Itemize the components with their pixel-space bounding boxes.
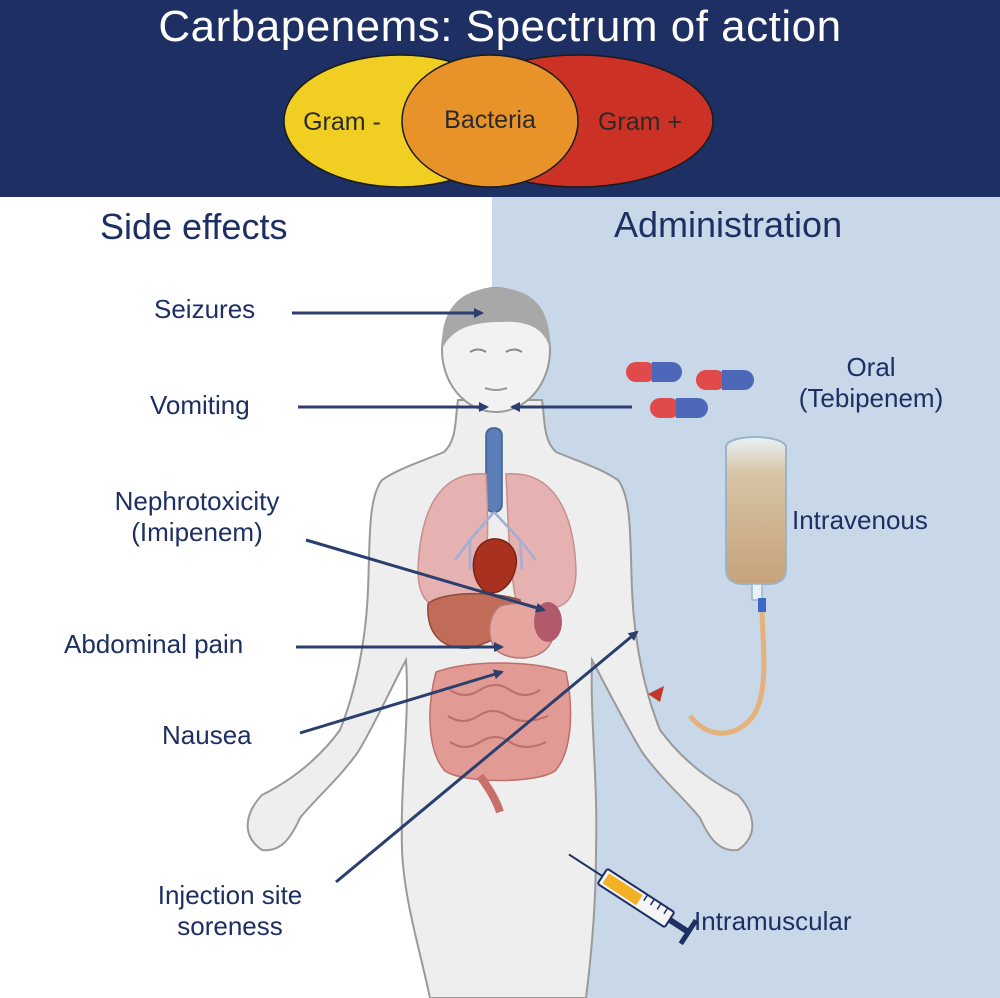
bronchi — [454, 511, 537, 571]
abdominal-pain-label: Abdominal pain — [64, 629, 244, 659]
annotation-arrows — [292, 308, 639, 884]
heart — [472, 538, 517, 594]
bacteria-ellipse — [401, 54, 579, 188]
left-eye — [469, 348, 487, 353]
syringe-thumb-rest — [678, 918, 699, 946]
colon — [476, 773, 504, 814]
injection-site-line-1: Injection site — [157, 880, 303, 910]
nephrotoxicity-line-1: Nephrotoxicity — [114, 486, 280, 516]
gram-negative-label: Gram - — [303, 108, 381, 136]
intestines — [429, 662, 572, 782]
iv-connector — [758, 598, 766, 612]
right-lung — [505, 473, 577, 609]
mouth — [484, 387, 508, 391]
nephrotoxicity-arrow — [305, 538, 546, 613]
gram-positive-label: Gram + — [598, 108, 682, 136]
pill-capsule — [696, 370, 754, 390]
nephrotoxicity-label: Nephrotoxicity (Imipenem) — [72, 486, 322, 548]
iv-insertion-mark — [648, 686, 664, 702]
injection-site-arrow — [335, 630, 639, 884]
spectrum-venn-diagram: Gram - Bacteria Gram + — [283, 54, 714, 188]
intravenous-label: Intravenous — [792, 505, 928, 535]
injection-site-label: Injection site soreness — [110, 880, 350, 942]
hair — [441, 288, 551, 350]
iv-tubing — [688, 611, 767, 736]
syringe — [568, 853, 699, 946]
oral-label: Oral (Tebipenem) — [766, 352, 976, 414]
vomiting-label: Vomiting — [150, 390, 250, 420]
pill-capsule — [626, 362, 682, 382]
syringe-plunger — [667, 917, 690, 935]
bacteria-label: Bacteria — [444, 106, 536, 134]
injection-site-line-2: soreness — [177, 911, 283, 941]
nausea-label: Nausea — [162, 720, 252, 750]
oral-pills — [626, 362, 754, 418]
oral-line-1: Oral — [846, 352, 896, 382]
human-body-figure — [246, 287, 754, 998]
syringe-needle — [568, 853, 603, 878]
intramuscular-label: Intramuscular — [694, 906, 852, 936]
pill-capsule — [650, 398, 708, 418]
oral-line-2: (Tebipenem) — [798, 383, 944, 413]
seizures-label: Seizures — [154, 294, 256, 324]
trachea — [485, 427, 503, 513]
intestine-loops — [447, 684, 549, 748]
nausea-arrow — [299, 669, 504, 735]
side-effects-heading: Side effects — [100, 206, 288, 247]
iv-bag — [688, 436, 787, 736]
iv-bag-body — [725, 436, 787, 585]
iv-port — [751, 583, 763, 601]
administration-heading: Administration — [614, 204, 843, 245]
syringe-fluid — [602, 873, 643, 906]
syringe-scale — [643, 894, 669, 915]
right-eye — [505, 348, 523, 353]
page-title: Carbapenems: Spectrum of action — [158, 2, 842, 51]
nephrotoxicity-line-2: (Imipenem) — [131, 517, 263, 547]
